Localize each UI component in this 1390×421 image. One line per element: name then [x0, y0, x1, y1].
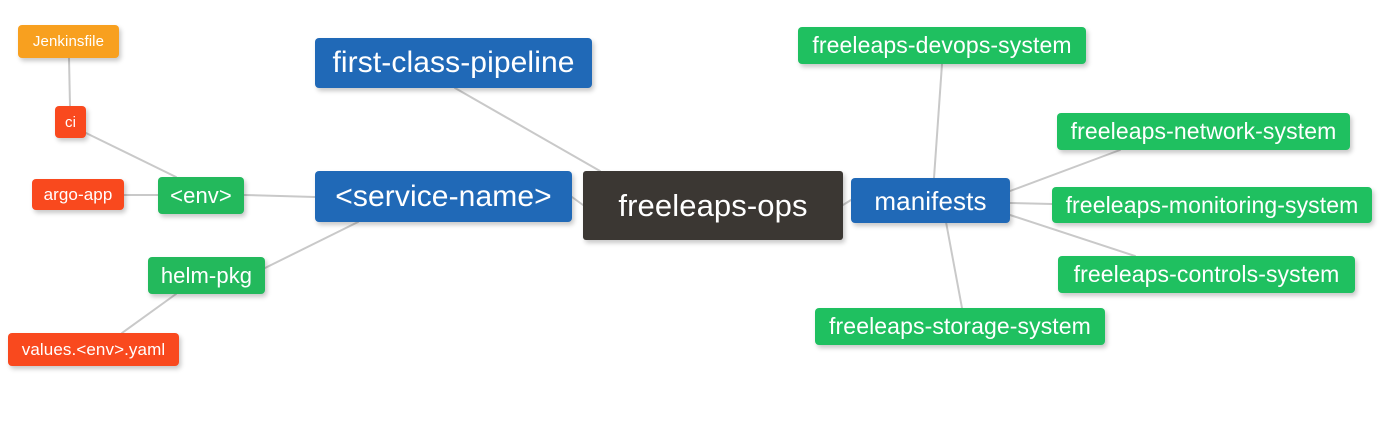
mindmap-node-jenkinsfile[interactable]: Jenkinsfile	[18, 25, 119, 58]
edge-root-to-service	[571, 196, 584, 206]
edge-manifests-to-monitoring	[1009, 202, 1053, 205]
edge-service-to-env	[243, 194, 316, 198]
mindmap-node-storage[interactable]: freeleaps-storage-system	[815, 308, 1105, 345]
mindmap-node-label: Jenkinsfile	[32, 33, 105, 50]
edge-root-to-manifests	[842, 199, 852, 206]
mindmap-node-helm[interactable]: helm-pkg	[148, 257, 265, 294]
mindmap-node-monitoring[interactable]: freeleaps-monitoring-system	[1052, 187, 1372, 223]
mindmap-node-network[interactable]: freeleaps-network-system	[1057, 113, 1350, 150]
mindmap-node-label: <service-name>	[335, 179, 552, 213]
mindmap-node-label: <env>	[170, 182, 232, 208]
mindmap-node-values[interactable]: values.<env>.yaml	[8, 333, 179, 366]
edge-manifests-to-network	[1009, 149, 1121, 192]
edge-ci-to-jenkinsfile	[68, 57, 71, 107]
mindmap-node-ci[interactable]: ci	[55, 106, 86, 138]
edge-root-to-pipeline	[454, 87, 601, 172]
edge-service-to-helm	[264, 221, 359, 269]
mindmap-node-argo[interactable]: argo-app	[32, 179, 124, 210]
mindmap-node-label: helm-pkg	[160, 262, 253, 288]
edge-helm-to-values	[121, 293, 177, 334]
edge-manifests-to-devops	[933, 63, 943, 179]
mindmap-node-service[interactable]: <service-name>	[315, 171, 572, 222]
mindmap-node-label: freeleaps-ops	[618, 188, 808, 223]
mindmap-node-label: freeleaps-storage-system	[829, 313, 1091, 339]
mindmap-node-label: freeleaps-network-system	[1070, 118, 1337, 144]
mindmap-node-manifests[interactable]: manifests	[851, 178, 1010, 223]
mindmap-node-root[interactable]: freeleaps-ops	[583, 171, 843, 240]
mindmap-node-devops[interactable]: freeleaps-devops-system	[798, 27, 1086, 64]
mindmap-node-label: argo-app	[43, 185, 113, 204]
mindmap-node-label: freeleaps-controls-system	[1073, 261, 1340, 287]
mindmap-node-controls[interactable]: freeleaps-controls-system	[1058, 256, 1355, 293]
mindmap-node-label: freeleaps-devops-system	[812, 32, 1072, 58]
edge-manifests-to-storage	[945, 221, 963, 309]
mindmap-node-label: first-class-pipeline	[332, 46, 575, 79]
mindmap-node-label: freeleaps-monitoring-system	[1065, 191, 1359, 218]
mindmap-node-pipeline[interactable]: first-class-pipeline	[315, 38, 592, 88]
mindmap-node-label: ci	[64, 113, 77, 131]
edge-env-to-ci	[85, 132, 177, 178]
mindmap-node-label: values.<env>.yaml	[21, 340, 166, 359]
mindmap-node-env[interactable]: <env>	[158, 177, 244, 214]
mindmap-node-label: manifests	[874, 185, 987, 216]
